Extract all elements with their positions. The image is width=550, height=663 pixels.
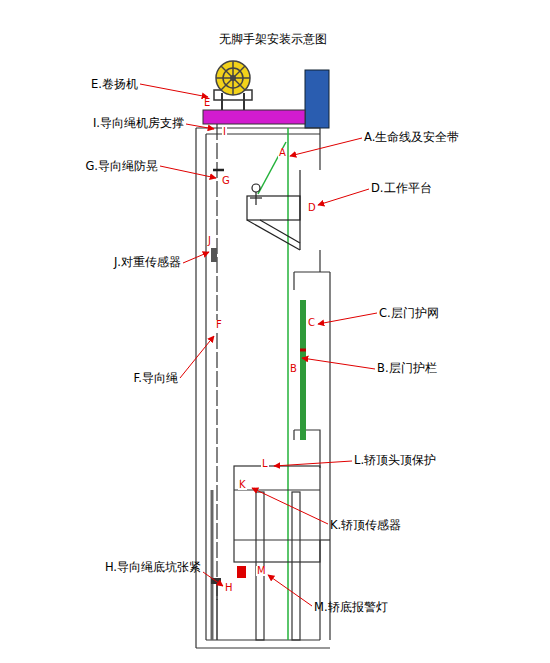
callout-label: H.导向绳底坑张紧 (105, 560, 201, 575)
callout-letter: J (207, 236, 212, 246)
lifeline (287, 128, 289, 640)
callout-letter: G (221, 176, 231, 186)
machine-room-slab (203, 110, 305, 124)
counterweight-sensor (211, 248, 217, 262)
shaft-wall (196, 128, 330, 648)
callout-letter: L (261, 459, 269, 469)
guide-rope (216, 124, 217, 600)
counterweight-rail (211, 490, 214, 640)
callout-label: K.轿顶传感器 (330, 518, 401, 533)
door-rail (300, 349, 306, 352)
elevator-car (234, 466, 320, 640)
winch (214, 61, 252, 110)
control-cabinet (305, 70, 329, 128)
callout-letter: F (215, 320, 223, 330)
callout-letter: C (307, 318, 316, 328)
callout-letter: K (238, 480, 247, 490)
callout-label: M.轿底报警灯 (314, 600, 388, 615)
callout-label: L.轿顶头顶保护 (354, 453, 436, 468)
callout-letter: I (222, 127, 227, 137)
callout-label: C.层门护网 (379, 306, 439, 321)
callout-label: B.层门护栏 (377, 361, 437, 376)
alarm-lamp (237, 566, 246, 578)
callout-label: A.生命线及安全带 (364, 130, 459, 145)
callout-label: D.工作平台 (371, 181, 432, 196)
callout-letter: A (278, 148, 287, 158)
callout-letter: D (307, 203, 317, 213)
safety-belt (258, 142, 286, 194)
anti-sway (213, 169, 224, 172)
callout-label: J.对重传感器 (114, 255, 181, 270)
callout-letter: M (256, 566, 267, 576)
callout-label: I.导向绳机房支撑 (93, 116, 184, 131)
callout-label: G.导向绳防晃 (85, 159, 158, 174)
work-platform (247, 170, 300, 250)
callout-label: E.卷扬机 (91, 77, 138, 92)
callout-letter: E (203, 98, 211, 108)
callout-letter: B (289, 364, 298, 374)
callout-letter: H (224, 583, 234, 593)
callout-label: F.导向绳 (134, 371, 178, 386)
diagram-title: 无脚手架安装示意图 (219, 31, 327, 48)
door-net (300, 300, 306, 440)
